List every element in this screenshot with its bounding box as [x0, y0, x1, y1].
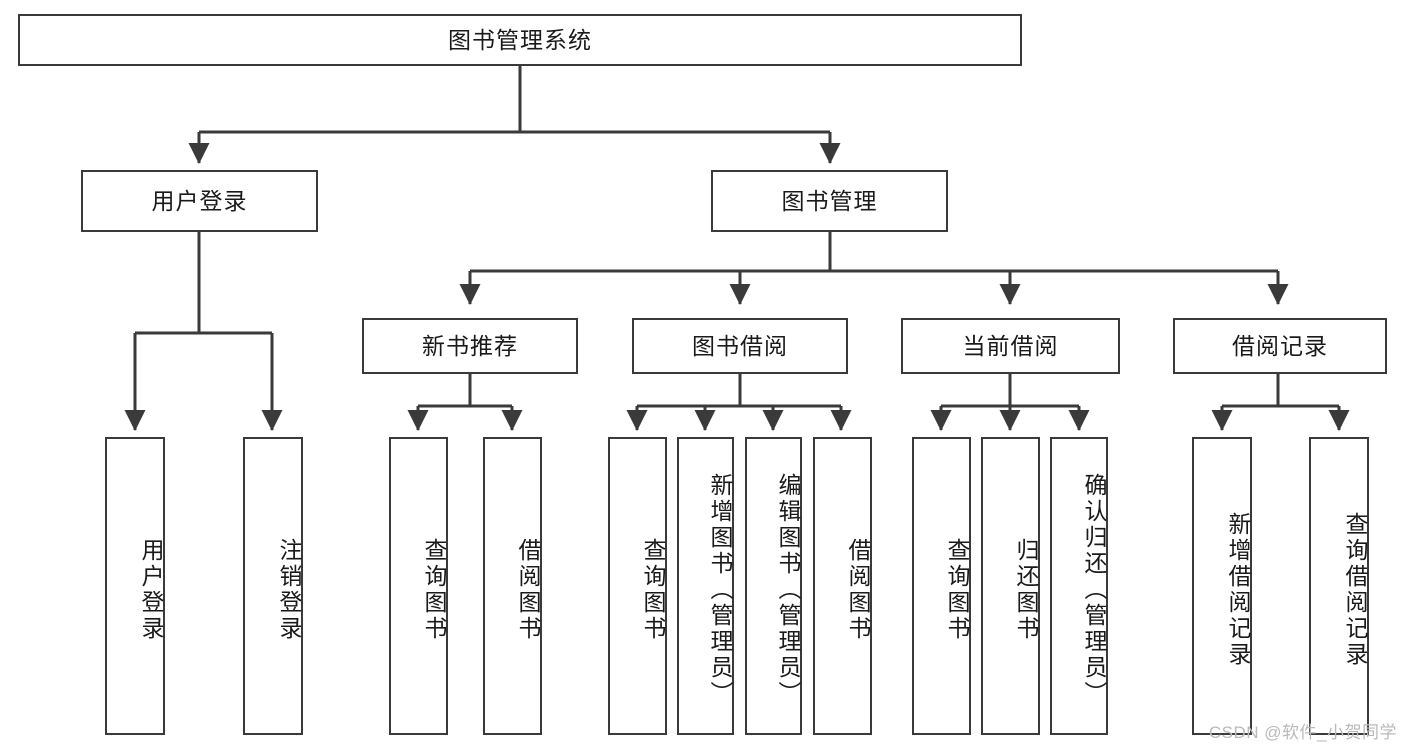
- node-leaf-borrow-book-2[interactable]: 借阅图书: [813, 437, 872, 735]
- node-leaf-query-book-2-label: 查询图书: [640, 538, 666, 642]
- node-user-login[interactable]: 用户登录: [81, 170, 318, 232]
- node-leaf-user-login-label: 用户登录: [138, 538, 164, 642]
- node-book-manage[interactable]: 图书管理: [711, 170, 948, 232]
- node-leaf-borrow-book-2-label: 借阅图书: [845, 538, 871, 642]
- node-leaf-query-book-2[interactable]: 查询图书: [608, 437, 667, 735]
- watermark-text: CSDN @软件_小贺同学: [1208, 723, 1397, 742]
- node-borrow-record[interactable]: 借阅记录: [1173, 318, 1387, 374]
- node-leaf-user-login[interactable]: 用户登录: [105, 437, 165, 735]
- node-root[interactable]: 图书管理系统: [18, 14, 1022, 66]
- node-book-borrow-label: 图书借阅: [692, 332, 788, 359]
- node-leaf-edit-book-label: 编辑图书（管理员）: [775, 473, 801, 707]
- node-leaf-query-book-1-label: 查询图书: [421, 538, 447, 642]
- node-root-label: 图书管理系统: [448, 26, 592, 53]
- node-leaf-logout-login[interactable]: 注销登录: [243, 437, 303, 735]
- node-leaf-add-book[interactable]: 新增图书（管理员）: [677, 437, 734, 735]
- node-current-borrow[interactable]: 当前借阅: [901, 318, 1120, 374]
- node-leaf-confirm-return-label: 确认归还（管理员）: [1081, 473, 1107, 707]
- node-leaf-add-book-label: 新增图书（管理员）: [707, 473, 733, 707]
- node-leaf-logout-login-label: 注销登录: [276, 538, 302, 642]
- node-leaf-return-book[interactable]: 归还图书: [981, 437, 1040, 735]
- node-leaf-add-record-label: 新增借阅记录: [1225, 512, 1251, 668]
- node-book-borrow[interactable]: 图书借阅: [632, 318, 848, 374]
- node-leaf-edit-book[interactable]: 编辑图书（管理员）: [745, 437, 802, 735]
- node-new-book-rec-label: 新书推荐: [422, 332, 518, 359]
- node-new-book-rec[interactable]: 新书推荐: [362, 318, 578, 374]
- node-leaf-borrow-book-1-label: 借阅图书: [515, 538, 541, 642]
- node-leaf-confirm-return[interactable]: 确认归还（管理员）: [1050, 437, 1108, 735]
- node-book-manage-label: 图书管理: [781, 187, 878, 214]
- node-current-borrow-label: 当前借阅: [962, 332, 1059, 359]
- node-leaf-query-book-3-label: 查询图书: [944, 538, 970, 642]
- node-leaf-query-record[interactable]: 查询借阅记录: [1309, 437, 1369, 735]
- node-user-login-label: 用户登录: [151, 187, 248, 214]
- node-borrow-record-label: 借阅记录: [1232, 332, 1328, 359]
- node-leaf-query-book-1[interactable]: 查询图书: [389, 437, 448, 735]
- node-leaf-return-book-label: 归还图书: [1013, 538, 1039, 642]
- node-leaf-query-record-label: 查询借阅记录: [1342, 512, 1368, 668]
- node-leaf-add-record[interactable]: 新增借阅记录: [1192, 437, 1252, 735]
- node-leaf-query-book-3[interactable]: 查询图书: [912, 437, 971, 735]
- node-leaf-borrow-book-1[interactable]: 借阅图书: [483, 437, 542, 735]
